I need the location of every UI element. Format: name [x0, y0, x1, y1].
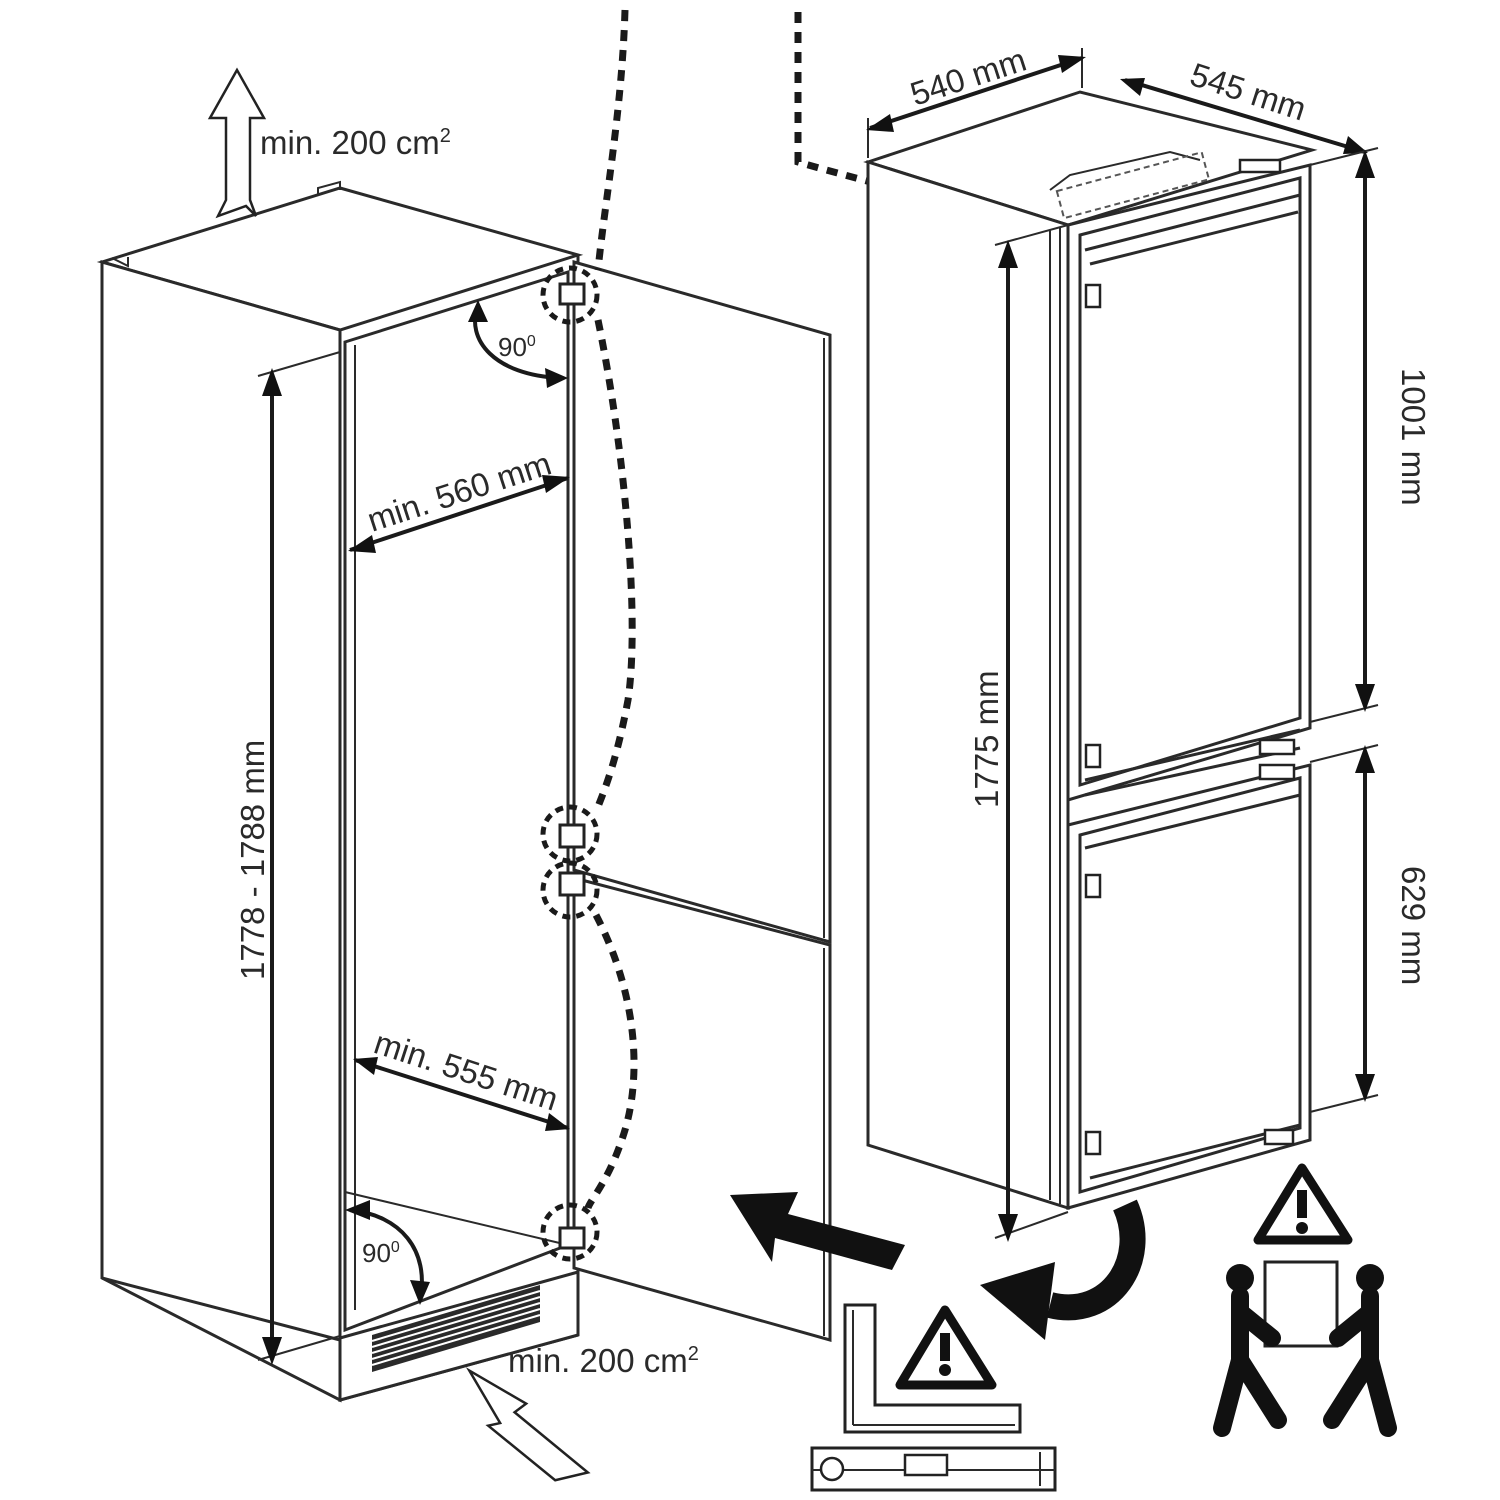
appliance-width-label: 540 mm: [906, 41, 1031, 113]
vent-top-label: min. 200 cm2: [260, 124, 451, 161]
fridge-height-label: 1001 mm: [1395, 368, 1432, 506]
freezer-height-label: 629 mm: [1395, 866, 1432, 985]
vent-grille: [371, 1285, 541, 1372]
angle-bottom-label: 900: [362, 1238, 400, 1268]
fridge-freezer-appliance: [863, 90, 1318, 1211]
vent-arrow-up-icon: [207, 67, 267, 219]
appliance-height-label: 1775 mm: [968, 670, 1005, 808]
warning-icon: [895, 1305, 997, 1390]
square-and-level-icon: [810, 1303, 1057, 1492]
two-person-lift-icon: [1213, 1260, 1397, 1437]
warning-icon: [1253, 1163, 1353, 1245]
hinge-icon: [558, 282, 586, 1250]
vent-bottom-label: min. 200 cm2: [508, 1342, 699, 1379]
angle-top-label: 900: [498, 332, 536, 362]
cabinet-door-bottom: [572, 876, 832, 1342]
rotate-arrow-icon: [980, 1199, 1146, 1340]
insert-arrow-icon: [730, 1192, 905, 1270]
kitchen-cabinet: [96, 180, 584, 1403]
cabinet-door-top: [572, 260, 832, 944]
niche-height-label: 1778 - 1788 mm: [234, 740, 271, 980]
vent-arrow-in-icon: [465, 1367, 591, 1482]
